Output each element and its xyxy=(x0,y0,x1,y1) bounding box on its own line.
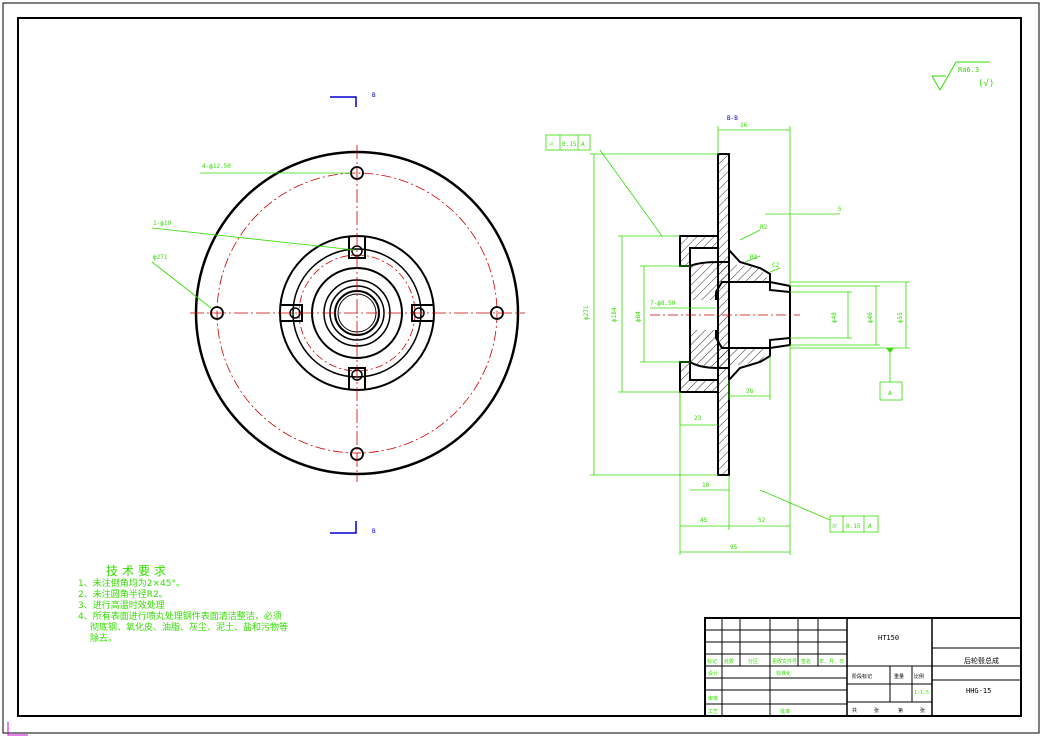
datum-triangle xyxy=(886,348,894,353)
tech-line-5: 彻底钢、氧化皮、油脂、灰尘、泥土、盐和污物等 xyxy=(90,623,289,633)
tb-row-2: 工艺 xyxy=(708,709,718,715)
gtol-frame-bottom xyxy=(829,515,879,533)
tb-header-4: 签名 xyxy=(801,658,811,665)
section-mark-bottom-label: B xyxy=(372,528,376,535)
tb-header-row: 标记 处数 分区 更改文件号 签名 年、月、日 xyxy=(707,658,844,665)
tb-header-2: 分区 xyxy=(748,658,758,665)
gtol-top-symbol: ⌓ xyxy=(549,140,554,148)
dim-total-width: 95 xyxy=(730,544,738,551)
tb-stage-0: 阶段标记 xyxy=(852,673,872,680)
front-view: B B 4-ф12.50 1-ф10 ф271 xyxy=(151,92,525,535)
dim-step-1: 23 xyxy=(694,415,702,422)
dim-width-right: 52 xyxy=(758,517,766,524)
tb-header-0: 标记 xyxy=(707,658,717,665)
dim-width-left: 45 xyxy=(700,517,708,524)
tb-material: HT150 xyxy=(878,634,899,642)
dim-shaft-dia: ф55 xyxy=(897,312,904,323)
flange-plate xyxy=(717,153,730,476)
tb-row-1: 审核 xyxy=(708,695,718,702)
tech-line-3: 3、进行高温时效处理 xyxy=(78,601,165,611)
section-mark-top-label: B xyxy=(372,92,376,99)
dim-chamfer-1: R2 xyxy=(760,224,768,231)
dim-flange-dia: ф184 xyxy=(611,307,618,322)
gtol-bottom-datum: A xyxy=(868,523,872,530)
section-view: B-B xyxy=(545,115,910,555)
tb-drawing-no: HHG-15 xyxy=(966,687,991,695)
dim-inner-dia-1: ф48 xyxy=(831,312,838,323)
tb-stage-labels: 阶段标记 重量 比例 xyxy=(852,673,924,680)
roughness-note: (√) xyxy=(978,78,994,89)
tb-stage-1: 重量 xyxy=(894,673,904,680)
dim-right-offset: 5 xyxy=(838,206,842,213)
section-marker-bottom xyxy=(330,521,357,534)
tech-line-4: 4、所有表面进行喷丸处理钢件表面清洁整洁，必须 xyxy=(78,612,282,622)
inner-border xyxy=(17,17,1022,717)
tb-sheet-0: 共 xyxy=(852,707,857,714)
tb-left-rows: 设计 标准化 审核 工艺 批准 xyxy=(708,670,791,715)
tb-sheet-3: 张 xyxy=(920,707,925,714)
tb-part-name: 后轮毂总成 xyxy=(964,656,999,665)
tech-line-1: 1、未注倒角均为2×45°。 xyxy=(78,579,185,589)
gtol-frame-top xyxy=(545,134,591,151)
tb-stage-2: 比例 xyxy=(914,673,924,680)
gtol-bottom-symbol: ⌭ xyxy=(832,522,837,530)
hole-callout: 4-ф12.50 xyxy=(202,163,231,170)
dim-hole-callout: 7-ф8.50 xyxy=(650,300,676,307)
datum-label: A xyxy=(888,390,892,397)
title-block xyxy=(704,617,1022,717)
tech-requirements: 技术要求 1、未注倒角均为2×45°。 2、未注圆角半径R2。 3、进行高温时效… xyxy=(78,564,308,645)
tb-sheet-1: 张 xyxy=(874,707,879,714)
dim-fillet: C2 xyxy=(772,262,780,269)
tb-standardize: 标准化 xyxy=(776,670,791,677)
tb-header-1: 处数 xyxy=(724,658,734,665)
gtol-top-datum: A xyxy=(581,141,585,148)
surface-roughness-symbol xyxy=(931,61,990,92)
tb-approve: 批准 xyxy=(780,708,790,715)
tb-header-5: 年、月、日 xyxy=(819,658,844,665)
front-leaders xyxy=(151,172,356,309)
corner-mark xyxy=(7,722,28,736)
small-hole-callout: 1-ф10 xyxy=(153,220,171,227)
gtol-bottom-value: 0.15 xyxy=(846,523,861,530)
section-marker-top xyxy=(330,96,357,107)
tb-row-0: 设计 xyxy=(708,670,718,677)
dim-inner-dia-2: ф46 xyxy=(867,312,874,323)
roughness-value: Ra6.3 xyxy=(958,66,979,74)
tech-title: 技术要求 xyxy=(106,564,171,578)
dim-chamfer-2: R2 xyxy=(750,254,758,261)
dim-top-width: 16 xyxy=(740,122,748,129)
tb-sheet-labels: 共 张 第 张 xyxy=(852,707,925,714)
section-dimensions xyxy=(590,126,910,555)
dim-outer-dia: ф271 xyxy=(583,305,590,320)
tech-line-2: 2、未注圆角半径R2。 xyxy=(78,590,168,600)
section-title: B-B xyxy=(727,115,738,122)
datum-box xyxy=(879,381,903,401)
gtol-top-value: 0.15 xyxy=(562,141,577,148)
tb-scale: 1:1.5 xyxy=(914,690,929,696)
dim-step-3: 10 xyxy=(702,482,710,489)
dim-step-2: 28 xyxy=(746,388,754,395)
tb-sheet-2: 第 xyxy=(898,707,903,714)
circle-callout: ф271 xyxy=(153,254,168,261)
tb-header-3: 更改文件号 xyxy=(772,658,797,665)
tech-line-6: 除去。 xyxy=(90,634,118,644)
dim-bore-dia: ф84 xyxy=(635,311,642,322)
